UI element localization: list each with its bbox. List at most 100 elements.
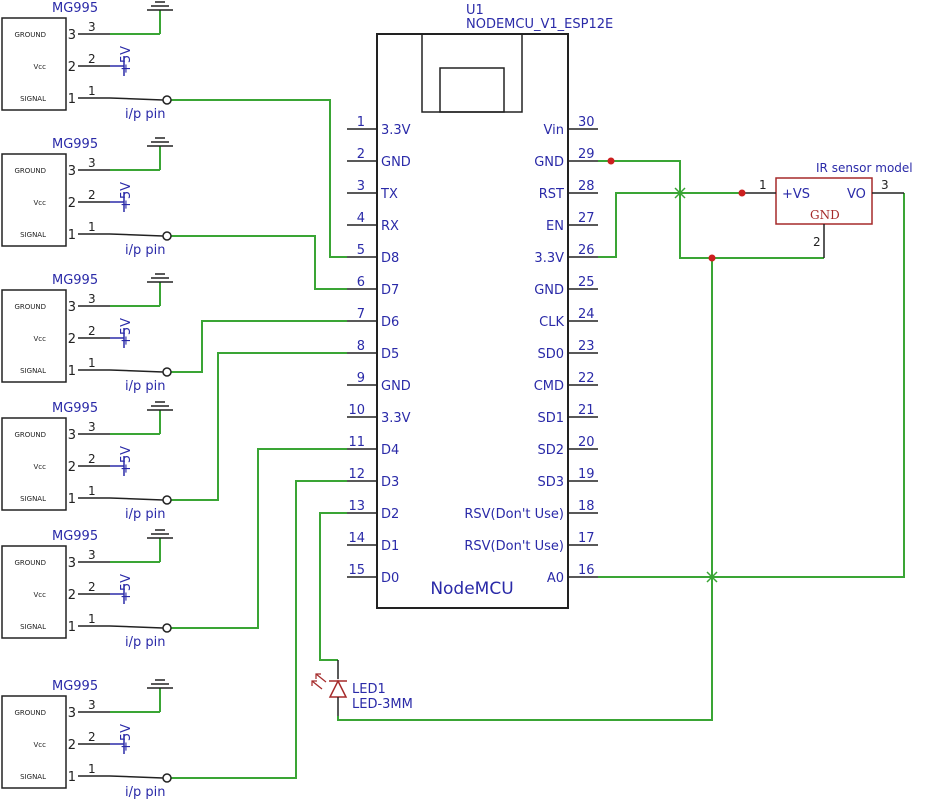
mcu-right-pin-number: 22 <box>578 371 595 386</box>
input-pin-icon <box>162 495 172 505</box>
mcu-left-pin-number: 8 <box>357 339 365 354</box>
mcu-right-pin-number: 19 <box>578 467 595 482</box>
servo-title: MG995 <box>52 679 98 694</box>
servo-pin-name: Vcc <box>34 63 47 71</box>
junction-dot <box>708 254 716 262</box>
nodemcu-antenna-outer <box>421 33 523 113</box>
mcu-left-pin-name: D3 <box>381 475 399 490</box>
ir-sensor: IR sensor model +VS VO GND 1 3 2 <box>745 161 913 258</box>
servo-pin-number: 2 <box>68 460 76 475</box>
mcu-left-pin-number: 12 <box>348 467 365 482</box>
supply-label: +5V <box>119 446 134 474</box>
mcu-right-pin-number: 23 <box>578 339 595 354</box>
mcu-right-pin-name: A0 <box>547 571 564 586</box>
servo-pin-number: 2 <box>68 60 76 75</box>
servo-pin-number-outer: 2 <box>88 324 96 338</box>
wire <box>598 160 824 259</box>
mcu-left-pin-name: 3.3V <box>381 411 411 426</box>
mcu-left-pin-name: GND <box>381 155 411 170</box>
servo-pin-number-outer: 2 <box>88 188 96 202</box>
signal-wire <box>109 97 164 101</box>
mcu-left-pin-name: RX <box>381 219 399 234</box>
ir-gnd-label: GND <box>810 208 840 222</box>
nodemcu-module: U1 NODEMCU_V1_ESP12E NodeMCU 13.3V2GND3T… <box>347 3 613 609</box>
wire <box>337 258 713 721</box>
servo-pin-name: SIGNAL <box>20 367 46 375</box>
wire <box>171 235 347 290</box>
mcu-right-pin-number: 30 <box>578 115 595 130</box>
servo-title: MG995 <box>52 1 98 16</box>
input-pin-icon <box>162 367 172 377</box>
wire <box>319 512 347 661</box>
mcu-left-pin-name: D8 <box>381 251 399 266</box>
mcu-left-pin-number: 9 <box>357 371 365 386</box>
servo-pin-number-outer: 1 <box>88 762 96 776</box>
servo-pin-number-outer: 3 <box>88 20 96 34</box>
mcu-right-pin-name: SD2 <box>537 443 564 458</box>
servo-pin-number: 1 <box>68 228 76 243</box>
supply-label: +5V <box>119 46 134 74</box>
supply-label: +5V <box>119 318 134 346</box>
mcu-right-pin-name: RST <box>539 187 564 202</box>
servo-title: MG995 <box>52 273 98 288</box>
servo-pin-number: 1 <box>68 492 76 507</box>
mcu-left-pin-name: D1 <box>381 539 399 554</box>
servo-pin-number: 1 <box>68 92 76 107</box>
servo-title: MG995 <box>52 529 98 544</box>
ir-vo-label: VO <box>847 187 866 202</box>
ir-vs-pin: 1 <box>759 178 767 192</box>
mcu-left-pin-number: 15 <box>348 563 365 578</box>
input-pin-label: i/p pin <box>125 379 165 394</box>
servo-pin-number-outer: 1 <box>88 484 96 498</box>
servo-pin-name: GROUND <box>14 709 46 717</box>
mcu-left-pin-number: 10 <box>348 403 365 418</box>
servo-pin-name: SIGNAL <box>20 495 46 503</box>
input-pin-icon <box>162 623 172 633</box>
servo-pin-number-outer: 1 <box>88 220 96 234</box>
servo-pin-name: Vcc <box>34 335 47 343</box>
mcu-left-pin-name: D5 <box>381 347 399 362</box>
servo-pin-name: GROUND <box>14 31 46 39</box>
input-pin-label: i/p pin <box>125 507 165 522</box>
wire <box>171 480 347 779</box>
mcu-right-pin-name: CLK <box>539 315 564 330</box>
ir-vs-label: +VS <box>782 187 810 202</box>
wire <box>598 193 905 578</box>
servo-pin-number: 3 <box>68 556 76 571</box>
servo-pin-number: 3 <box>68 164 76 179</box>
servo-pin-name: Vcc <box>34 741 47 749</box>
led-ref: LED1 <box>352 682 386 697</box>
servo-pin-number-outer: 2 <box>88 730 96 744</box>
servo-body <box>1 695 67 789</box>
servo-pin-number-outer: 1 <box>88 612 96 626</box>
signal-wire <box>109 369 164 373</box>
servo-body <box>1 153 67 247</box>
servo-pin-number: 3 <box>68 300 76 315</box>
servo-pin-name: GROUND <box>14 431 46 439</box>
servo-body <box>1 545 67 639</box>
mcu-right-pin-number: 26 <box>578 243 595 258</box>
mcu-left-pin-number: 5 <box>357 243 365 258</box>
servo-pin-number-outer: 3 <box>88 420 96 434</box>
mcu-left-pin-name: D2 <box>381 507 399 522</box>
servo-title: MG995 <box>52 401 98 416</box>
input-pin-icon <box>162 95 172 105</box>
nodemcu-antenna-inner <box>439 67 505 113</box>
servo-pin-number: 2 <box>68 588 76 603</box>
mcu-left-pin-number: 13 <box>348 499 365 514</box>
mcu-right-pin-name: SD0 <box>537 347 564 362</box>
mcu-right-pin-number: 29 <box>578 147 595 162</box>
led: LED1 LED-3MM <box>311 660 413 716</box>
signal-wire <box>109 625 164 629</box>
junction-dot <box>738 189 746 197</box>
signal-wire <box>109 233 164 237</box>
supply-label: +5V <box>119 574 134 602</box>
mcu-left-pin-name: D6 <box>381 315 399 330</box>
junctions <box>607 157 746 583</box>
input-pin-label: i/p pin <box>125 635 165 650</box>
servo-pin-number: 1 <box>68 770 76 785</box>
servo-pin-name: SIGNAL <box>20 231 46 239</box>
